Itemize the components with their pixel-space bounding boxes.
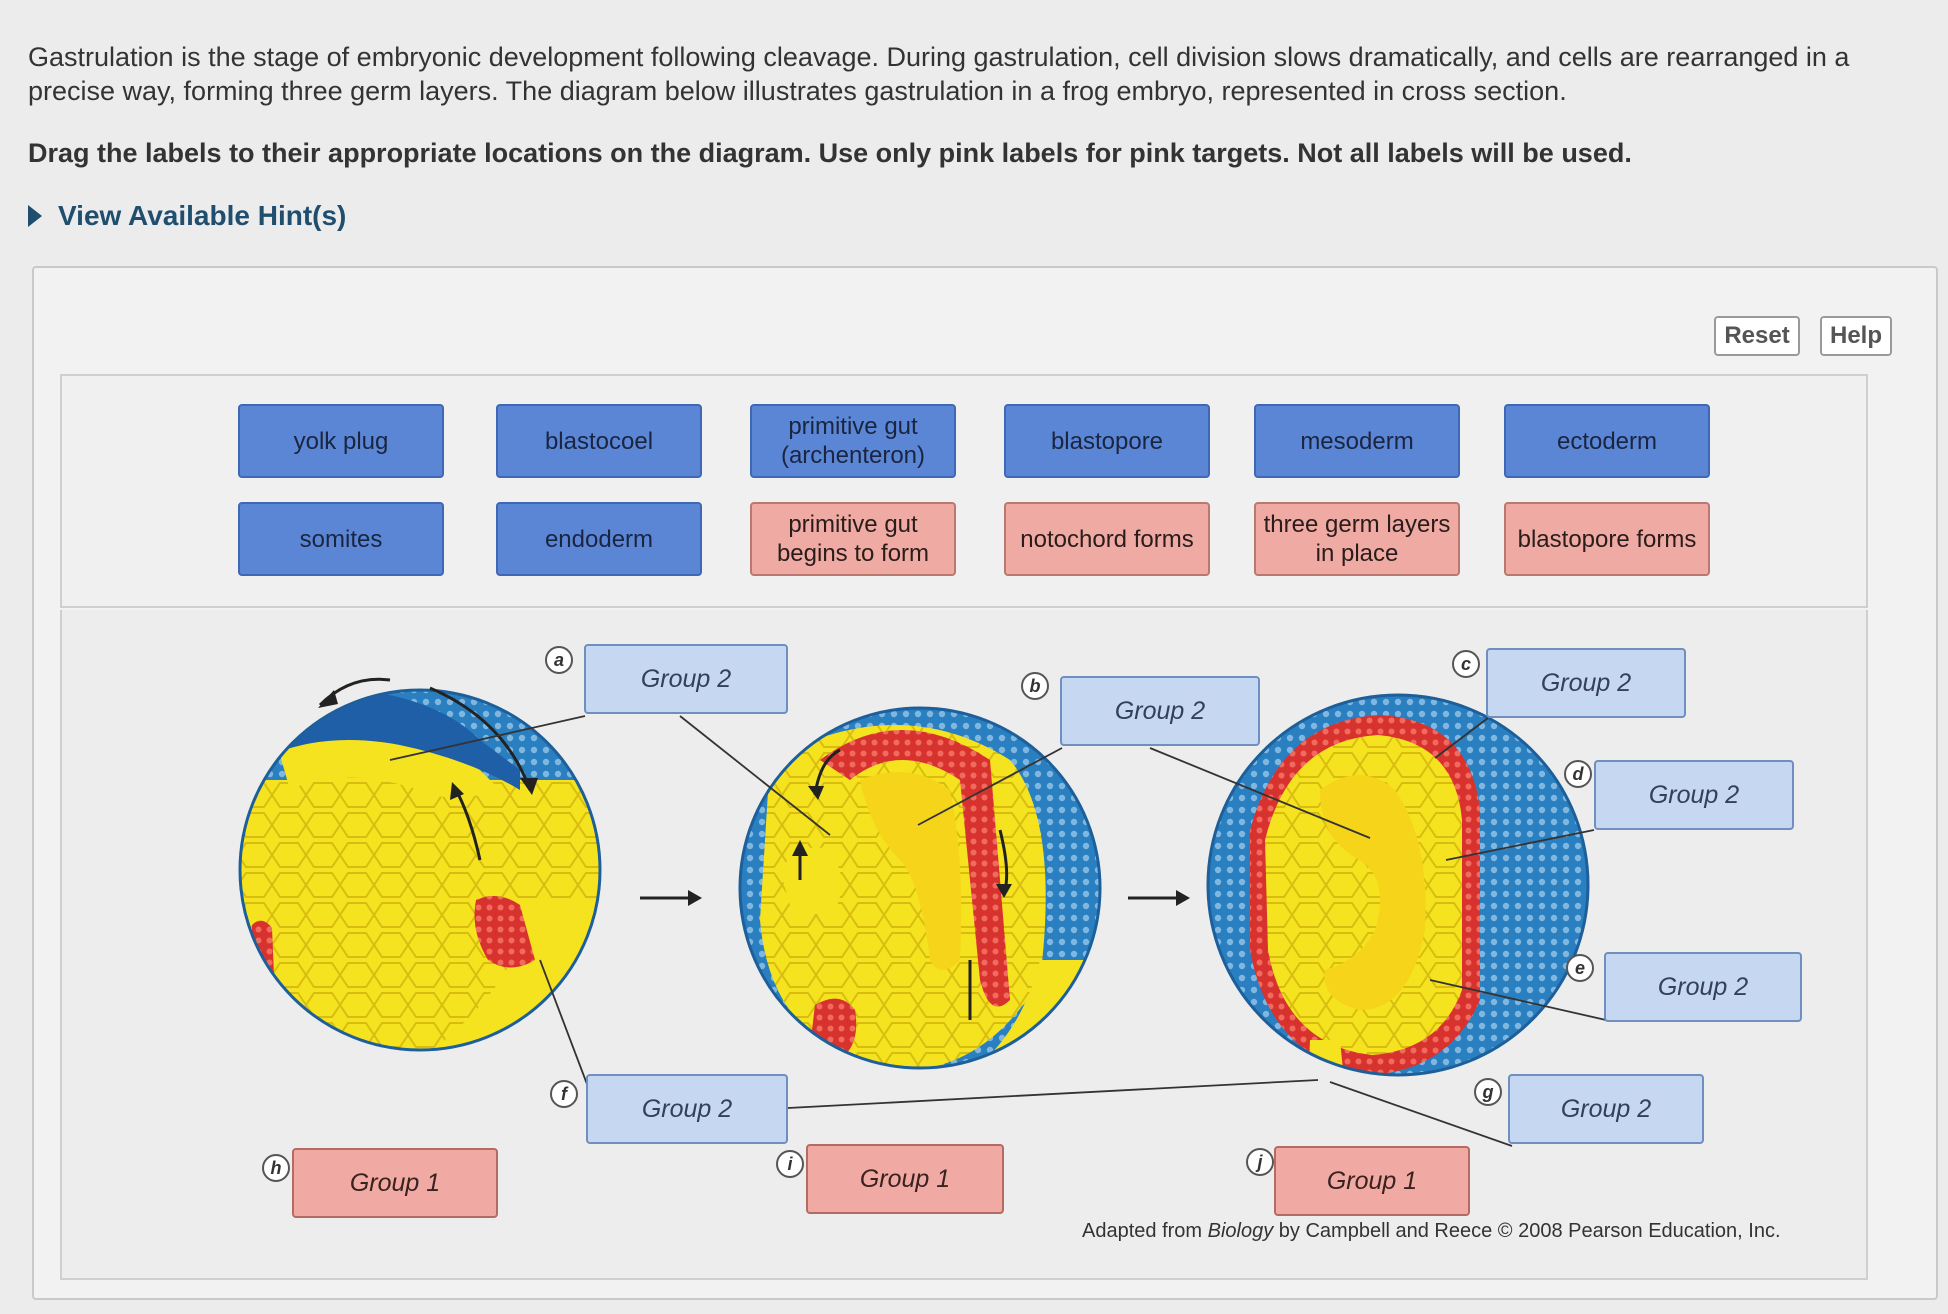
expand-triangle-icon — [28, 205, 42, 227]
marker-b: b — [1021, 672, 1049, 700]
label-endoderm[interactable]: endoderm — [496, 502, 702, 576]
target-g[interactable]: Group 2 — [1508, 1074, 1704, 1144]
label-somites[interactable]: somites — [238, 502, 444, 576]
view-hints-label: View Available Hint(s) — [58, 200, 347, 231]
embryo-mid-gastrula — [738, 706, 1102, 1070]
view-hints-link[interactable]: View Available Hint(s) — [28, 200, 346, 232]
target-i[interactable]: Group 1 — [806, 1144, 1004, 1214]
label-primitive-gut-archenteron[interactable]: primitive gut (archenteron) — [750, 404, 956, 478]
marker-h: h — [262, 1154, 290, 1182]
instruction-text: Drag the labels to their appropriate loc… — [28, 138, 1632, 168]
target-b[interactable]: Group 2 — [1060, 676, 1260, 746]
target-h[interactable]: Group 1 — [292, 1148, 498, 1218]
target-d[interactable]: Group 2 — [1594, 760, 1794, 830]
embryo-early-gastrula — [238, 677, 602, 1052]
target-c[interactable]: Group 2 — [1486, 648, 1686, 718]
marker-c: c — [1452, 650, 1480, 678]
marker-e: e — [1566, 954, 1594, 982]
target-a[interactable]: Group 2 — [584, 644, 788, 714]
label-blastocoel[interactable]: blastocoel — [496, 404, 702, 478]
embryo-late-gastrula — [1206, 693, 1590, 1077]
marker-d: d — [1564, 760, 1592, 788]
target-e[interactable]: Group 2 — [1604, 952, 1802, 1022]
credit-prefix: Adapted from — [1082, 1220, 1208, 1242]
target-f[interactable]: Group 2 — [586, 1074, 788, 1144]
label-bank: yolk plug blastocoel primitive gut (arch… — [60, 374, 1868, 608]
label-mesoderm[interactable]: mesoderm — [1254, 404, 1460, 478]
marker-f: f — [550, 1080, 578, 1108]
label-yolk-plug[interactable]: yolk plug — [238, 404, 444, 478]
credit-suffix: by Campbell and Reece © 2008 Pearson Edu… — [1273, 1220, 1781, 1242]
label-blastopore[interactable]: blastopore — [1004, 404, 1210, 478]
intro-paragraph: Gastrulation is the stage of embryonic d… — [28, 42, 1850, 106]
credit-book: Biology — [1207, 1220, 1274, 1242]
label-ectoderm[interactable]: ectoderm — [1504, 404, 1710, 478]
marker-a: a — [545, 646, 573, 674]
label-notochord-forms[interactable]: notochord forms — [1004, 502, 1210, 576]
marker-j: j — [1246, 1148, 1274, 1176]
stage-arrow-1 — [640, 890, 702, 906]
target-j[interactable]: Group 1 — [1274, 1146, 1470, 1216]
marker-i: i — [776, 1150, 804, 1178]
label-blastopore-forms[interactable]: blastopore forms — [1504, 502, 1710, 576]
label-primitive-gut-begins[interactable]: primitive gut begins to form — [750, 502, 956, 576]
leader-lines — [389, 715, 1607, 1147]
image-credit: Adapted from Biology by Campbell and Ree… — [1082, 1220, 1781, 1243]
marker-g: g — [1474, 1078, 1502, 1106]
stage-arrow-2 — [1128, 890, 1190, 906]
reset-button[interactable]: Reset — [1714, 316, 1800, 356]
help-button[interactable]: Help — [1820, 316, 1892, 356]
label-three-germ-layers[interactable]: three germ layers in place — [1254, 502, 1460, 576]
